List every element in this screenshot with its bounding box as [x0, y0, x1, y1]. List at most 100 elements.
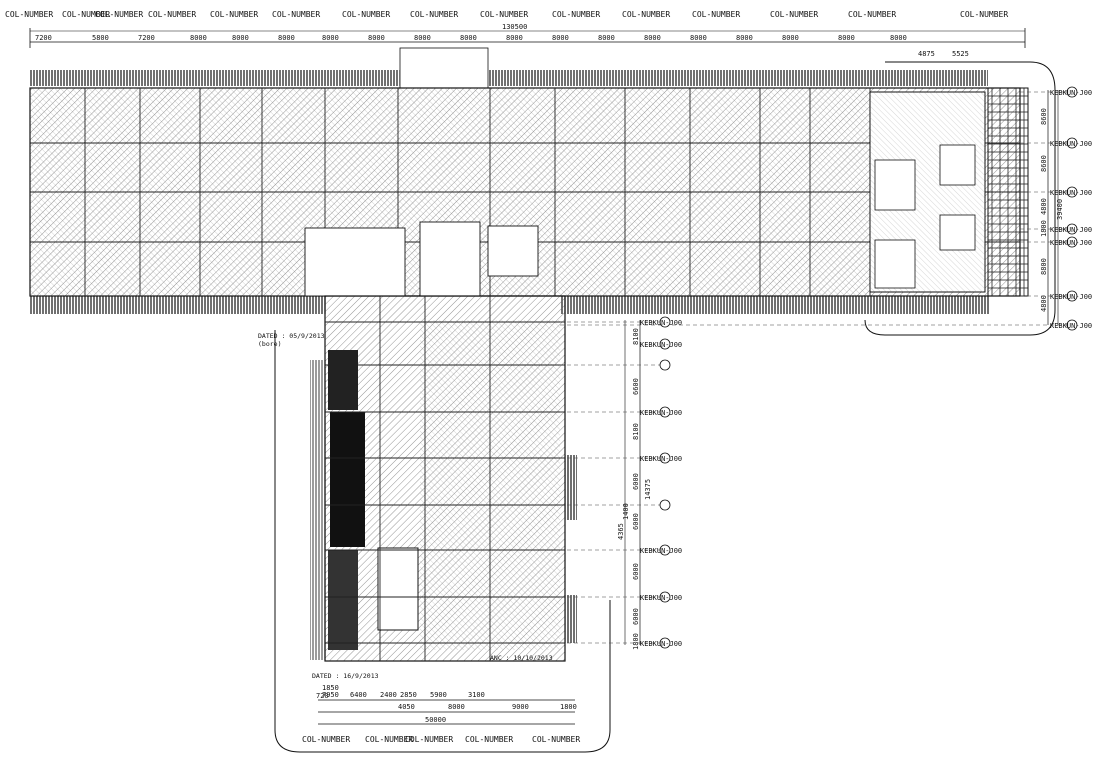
- bottom-dimension-value: 5900: [430, 691, 447, 699]
- lower-dimension-value: 6000: [632, 563, 640, 580]
- note-bottom-mid: ANC : 10/10/2013: [490, 654, 553, 662]
- right-dimension-value: 1800: [1040, 220, 1048, 237]
- lower-dimension-value: 8100: [632, 328, 640, 345]
- lower-vertical-dim: 4365: [617, 523, 625, 540]
- bottom-small-dim: 720: [316, 692, 329, 700]
- lower-dimension-value: 6000: [632, 473, 640, 490]
- col-header-bottom: COL-NUMBER: [302, 735, 350, 744]
- lower-dimension-value: 6000: [632, 513, 640, 530]
- bottom-dimension-value: 8000: [448, 703, 465, 711]
- side-grid-label: KEBKUN-J00: [1050, 140, 1092, 148]
- side-grid-label: KEBKUN-J00: [1050, 239, 1092, 247]
- top-dimension-value: 8000: [190, 34, 207, 42]
- top-right-subdim: 5525: [952, 50, 969, 58]
- side-grid-label: KEBKUN-J00: [640, 319, 682, 327]
- col-header-top: COL-NUMBER: [960, 10, 1008, 19]
- bottom-dimension-lines: [318, 699, 575, 725]
- top-dimension-value: 8000: [598, 34, 615, 42]
- top-dimension-value: 8000: [278, 34, 295, 42]
- col-header-top: COL-NUMBER: [552, 10, 600, 19]
- bottom-dimension-value: 9000: [512, 703, 529, 711]
- right-dimension-value: 8800: [1040, 258, 1048, 275]
- site-boundary-upper: [864, 61, 1056, 336]
- top-dimension-value: 5800: [92, 34, 109, 42]
- lower-dimension-value: 6000: [632, 608, 640, 625]
- lower-vertical-dim: 14375: [644, 479, 652, 500]
- lower-dimension-value: 8100: [632, 423, 640, 440]
- col-header-bottom: COL-NUMBER: [532, 735, 580, 744]
- top-dimension-value: 8000: [322, 34, 339, 42]
- top-dimension-value: 8000: [690, 34, 707, 42]
- bottom-dimension-value: 7950: [322, 691, 339, 699]
- side-grid-label: KEBKUN-J00: [640, 594, 682, 602]
- lower-lift-shaft: [328, 550, 358, 650]
- side-grid-label: KEBKUN-J00: [640, 640, 682, 648]
- top-perimeter-band: [30, 70, 400, 86]
- top-dimension-value: 7200: [35, 34, 52, 42]
- side-grid-label: KEBKUN-J00: [1050, 189, 1092, 197]
- top-dimension-value: 7200: [138, 34, 155, 42]
- lower-vertical-dim: 1400: [622, 503, 630, 520]
- dated-note-top-sub: (bore): [258, 340, 281, 348]
- top-dimension-value: 8000: [414, 34, 431, 42]
- bottom-overall-dimension: 50000: [425, 716, 446, 724]
- right-dimension-value: 8600: [1040, 108, 1048, 125]
- side-grid-label: KEBKUN-J00: [1050, 226, 1092, 234]
- right-dimension-value: 4800: [1040, 295, 1048, 312]
- top-dimension-value: 8000: [506, 34, 523, 42]
- col-header-top: COL-NUMBER: [272, 10, 320, 19]
- lower-dimension-value: 6600: [632, 378, 640, 395]
- lower-right-facade-2: [565, 595, 577, 643]
- col-header-top: COL-NUMBER: [95, 10, 143, 19]
- lower-escalator-shaft: [330, 412, 365, 547]
- top-opening: [399, 47, 489, 89]
- top-dimension-value: 8000: [644, 34, 661, 42]
- col-header-bottom: COL-NUMBER: [365, 735, 413, 744]
- right-overall-dimension: 39400: [1056, 199, 1064, 220]
- right-dimension-value: 8600: [1040, 155, 1048, 172]
- top-dimension-value: 8000: [890, 34, 907, 42]
- top-dimension-line: [29, 28, 1026, 48]
- bottom-dimension-value: 2850: [400, 691, 417, 699]
- col-header-bottom: COL-NUMBER: [465, 735, 513, 744]
- lower-stair-core: [377, 547, 419, 631]
- col-header-top: COL-NUMBER: [770, 10, 818, 19]
- col-header-top: COL-NUMBER: [148, 10, 196, 19]
- lower-right-facade-1: [565, 455, 577, 520]
- top-right-subdim: 4875: [918, 50, 935, 58]
- dated-note-top: DATED : 05/9/2013: [258, 332, 325, 340]
- top-dimension-value: 8000: [232, 34, 249, 42]
- bottom-dimension-value: 6400: [350, 691, 367, 699]
- right-dimension-value: 4800: [1040, 198, 1048, 215]
- col-header-top: COL-NUMBER: [342, 10, 390, 19]
- lower-column-grid: [325, 296, 565, 661]
- lower-left-facade: [310, 360, 326, 660]
- side-grid-label: KEBKUN-J00: [1050, 322, 1092, 330]
- lower-side-labels: KEBKUN-J00KEBKUN-J00KEBKUN-J00KEBKUN-J00…: [640, 319, 682, 648]
- right-side-labels: KEBKUN-J00KEBKUN-J00KEBKUN-J00KEBKUN-J00…: [1050, 89, 1092, 330]
- bottom-perimeter-band-right: [560, 296, 990, 314]
- bottom-column-headers: COL-NUMBER COL-NUMBER COL-NUMBER COL-NUM…: [302, 735, 580, 744]
- side-grid-label: KEBKUN-J00: [640, 341, 682, 349]
- dated-note-bottom: DATED : 16/9/2013: [312, 672, 379, 680]
- lower-service-core: [328, 350, 358, 410]
- bottom-dimension-value: 1800: [560, 703, 577, 711]
- side-grid-label: KEBKUN-J00: [1050, 89, 1092, 97]
- top-dimension-value: 8000: [838, 34, 855, 42]
- col-header-bottom: COL-NUMBER: [405, 735, 453, 744]
- grid-extension-lines: [560, 91, 1070, 644]
- bottom-dimension-value: 3100: [468, 691, 485, 699]
- bottom-dimension-value: 2400: [380, 691, 397, 699]
- central-core: [304, 221, 539, 297]
- side-grid-label: KEBKUN-J00: [640, 547, 682, 555]
- grid-bubbles: [659, 86, 1078, 649]
- side-grid-label: KEBKUN-J00: [1050, 293, 1092, 301]
- top-column-headers: COL-NUMBER COL-NUMBER COL-NUMBER COL-NUM…: [5, 10, 1008, 19]
- office-desks: [874, 144, 976, 289]
- side-grid-label: KEBKUN-J00: [640, 409, 682, 417]
- top-overall-dimension: 130500: [502, 23, 527, 31]
- right-dimension-values: 8600 8600 4800 1800 8800 4800: [1040, 108, 1048, 312]
- lower-dimension-value: 1800: [632, 633, 640, 650]
